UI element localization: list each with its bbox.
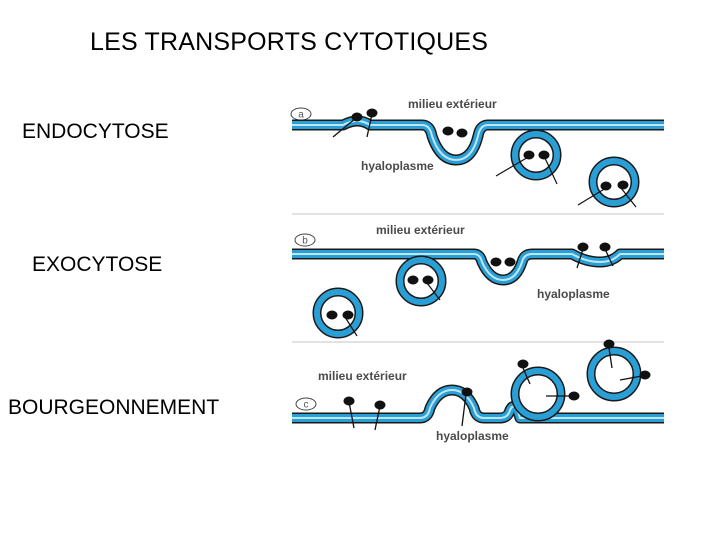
inside-label: hyaloplasme [361,159,434,173]
vesicle [577,156,640,208]
label-bourgeonnement: BOURGEONNEMENT [8,396,220,419]
membrane-particle [343,396,355,429]
internalizing-particle [442,126,468,138]
label-exocytose: EXOCYTOSE [32,253,163,276]
panel-tag-c: c [295,397,317,411]
bud-lumen [438,397,466,421]
vesicle [395,255,447,307]
receptor-particle [332,112,363,138]
outside-label: milieu extérieur [376,223,465,237]
released-particle [599,242,614,267]
panel-a: a milieu extérieur hyaloplasme [290,97,664,208]
svg-text:c: c [304,400,309,411]
page-title: LES TRANSPORTS CYTOTIQUES [90,28,489,56]
released-bud [586,339,651,402]
panel-tag-b: b [294,233,316,247]
panel-c: c milieu extérieur hyaloplasme [292,339,664,443]
released-bud [510,359,580,422]
membrane-particle [374,400,386,431]
released-particle [576,242,589,269]
exocytosing-particle [490,257,516,267]
panel-b: b milieu extérieur hyaloplasme [292,223,664,339]
inside-label: hyaloplasme [436,429,509,443]
svg-text:a: a [298,110,304,121]
outside-label: milieu extérieur [408,97,497,111]
svg-text:b: b [302,236,308,247]
inside-label: hyaloplasme [537,287,610,301]
outside-label: milieu extérieur [318,369,407,383]
vesicle [312,287,364,339]
label-endocytose: ENDOCYTOSE [22,120,169,143]
vesicle [495,129,562,185]
panel-tag-a: a [290,107,312,121]
receptor-particle [366,108,378,138]
budding-particle [461,387,473,427]
